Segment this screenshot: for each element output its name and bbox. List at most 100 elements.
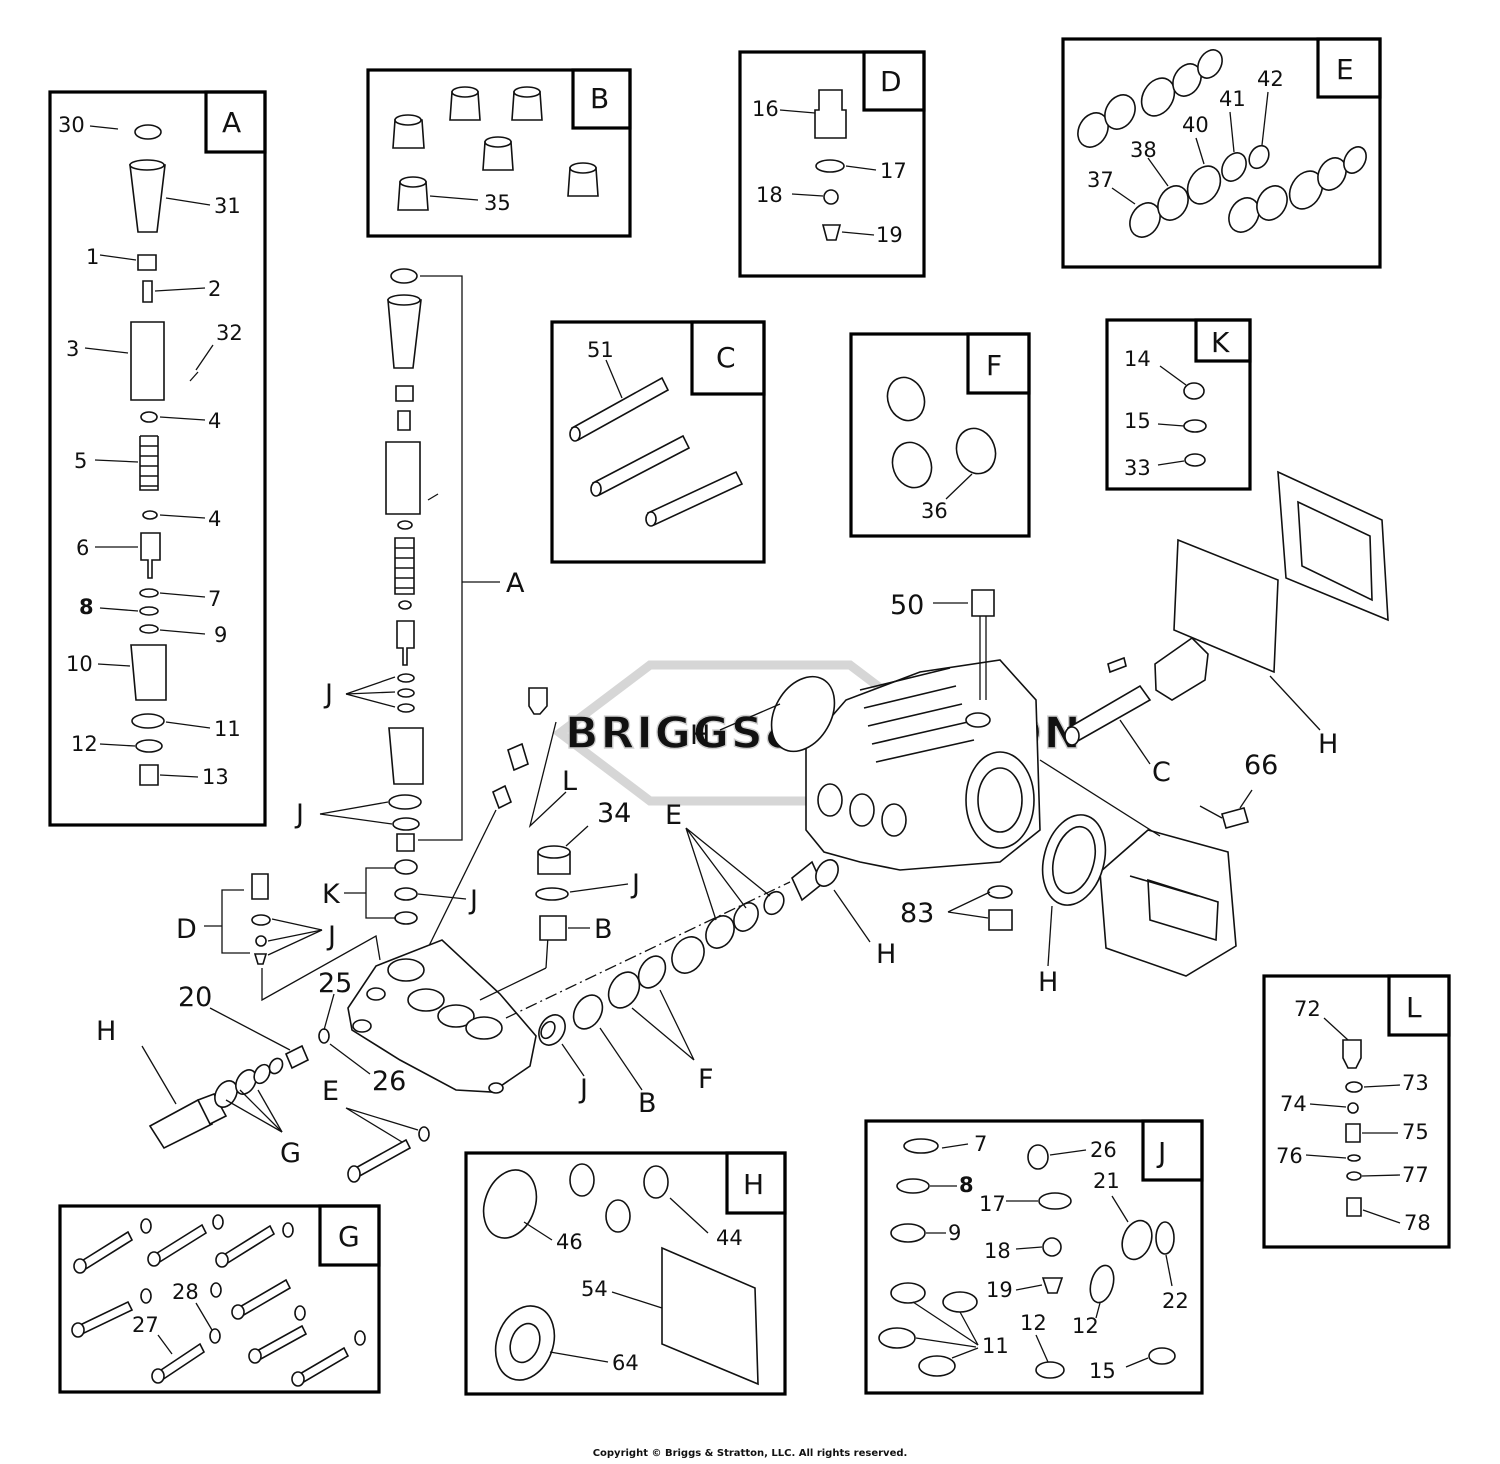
seal-part-44b [605, 1199, 631, 1233]
part-callout-label-38: 15 [1124, 409, 1151, 433]
part-callout-label-23: 17 [880, 159, 907, 183]
part-callout-label-47: 78 [1404, 1211, 1431, 1235]
part-callout-label-62: H [743, 1168, 764, 1201]
part-33 [1184, 453, 1206, 467]
part-callout-label-39: 33 [1124, 456, 1151, 480]
box-k: K 14 15 33 [1105, 318, 1252, 491]
part-callout-label-15: 10 [66, 652, 93, 676]
washer-parts-28 [140, 1214, 366, 1346]
part-callout-label-17: 12 [71, 732, 98, 756]
part-callout-label-96: F [698, 1064, 714, 1095]
part-callout-label-52: 17 [979, 1192, 1006, 1216]
part-callout-label-67: G [338, 1220, 360, 1253]
part-callout-label-85: C [1152, 757, 1171, 788]
part-callout-label-6: 32 [216, 321, 243, 345]
fitting-part-16 [814, 89, 847, 139]
part-callout-label-66: 64 [612, 1351, 639, 1375]
part-callout-label-16: 11 [214, 717, 241, 741]
spring-part-5 [139, 435, 159, 491]
box-g: G 28 27 [58, 1204, 381, 1394]
box-c: C 51 [550, 320, 766, 564]
part-callout-label-11: 6 [76, 536, 89, 560]
part-callout-label-74: J [468, 885, 478, 916]
part-callout-label-10: 4 [208, 507, 221, 531]
part-callout-label-69: 27 [132, 1313, 159, 1337]
ball-part-18 [1042, 1237, 1062, 1257]
o-ring-part-11a [890, 1282, 926, 1304]
part-callout-label-33: 51 [587, 338, 614, 362]
part-callout-label-5: 2 [208, 277, 221, 301]
ring-part-9 [139, 624, 159, 634]
copyright-notice: Copyright © Briggs & Stratton, LLC. All … [592, 1448, 908, 1459]
part-callout-label-75: D [176, 914, 197, 945]
cover-part-46 [482, 1169, 538, 1239]
part-callout-label-3: 31 [214, 194, 241, 218]
ring-part-17 [815, 159, 845, 173]
part-callout-label-7: 3 [66, 337, 79, 361]
ring-part-36b [891, 441, 933, 489]
part-callout-label-12: 7 [208, 587, 221, 611]
ring-part-26 [1027, 1144, 1049, 1170]
seal-part-44c [643, 1165, 669, 1199]
part-callout-label-13: 8 [79, 595, 94, 619]
part-callout-label-51: 8 [959, 1173, 974, 1197]
part-callout-label-80: B [594, 914, 613, 945]
part-77 [1346, 1171, 1362, 1181]
part-callout-label-97: E [322, 1076, 339, 1107]
part-callout-label-48: J [1156, 1136, 1166, 1169]
part-callout-label-90: H [96, 1016, 116, 1047]
part-callout-label-20: 35 [484, 191, 511, 215]
part-callout-label-50: 26 [1090, 1138, 1117, 1162]
plunger-part-6 [140, 532, 161, 579]
part-callout-label-49: 7 [974, 1132, 987, 1156]
part-14 [1183, 382, 1205, 400]
ring-part-8 [896, 1178, 930, 1194]
unloader-stack [385, 268, 439, 925]
part-callout-label-78: 34 [597, 798, 631, 829]
part-callout-label-14: 9 [214, 623, 227, 647]
part-callout-label-28: 41 [1219, 87, 1246, 111]
part-callout-label-32: C [716, 341, 736, 374]
part-callout-label-58: 11 [982, 1334, 1009, 1358]
o-ring-part-11d [918, 1355, 956, 1377]
ball-part-18 [823, 189, 839, 205]
part-callout-label-92: 25 [318, 968, 352, 999]
part-callout-label-76: J [326, 921, 336, 952]
part-callout-label-59: 12 [1072, 1314, 1099, 1338]
part-callout-label-54: 9 [948, 1221, 961, 1245]
box-j: J 7 26 8 17 21 9 [864, 1119, 1204, 1395]
box-b: B 35 [366, 68, 632, 238]
box-e: E 42 41 40 38 37 [1061, 37, 1382, 269]
part-callout-label-40: L [1406, 991, 1422, 1024]
ring-part-36c [955, 427, 997, 475]
o-ring-part-30 [134, 124, 162, 140]
part-callout-label-61: 15 [1089, 1359, 1116, 1383]
seal-part-44a [569, 1163, 595, 1197]
part-callout-label-94: J [578, 1074, 588, 1105]
part-callout-label-57: 19 [986, 1278, 1013, 1302]
part-callout-label-25: 19 [876, 223, 903, 247]
part-callout-label-27: 42 [1257, 67, 1284, 91]
fitting-part-10 [130, 644, 167, 701]
part-callout-label-91: 20 [178, 982, 212, 1013]
part-callout-label-83: 50 [890, 590, 924, 621]
part-callout-label-34: F [986, 349, 1002, 382]
part-callout-label-4: 1 [86, 245, 99, 269]
box-a-callouts [84, 125, 214, 778]
part-callout-label-81: E [665, 800, 682, 831]
box-d: D 16 17 18 19 [738, 50, 926, 278]
part-callout-label-45: 76 [1276, 1144, 1303, 1168]
part-callout-label-89: H [1038, 967, 1058, 998]
part-callout-label-86: H [1318, 729, 1338, 760]
ring-part-9 [890, 1223, 926, 1243]
seat-part-19 [821, 224, 842, 241]
o-ring-part-11b [942, 1291, 978, 1313]
part-callout-label-31: 37 [1087, 168, 1114, 192]
part-callout-label-68: 28 [172, 1280, 199, 1304]
part-callout-label-8: 4 [208, 409, 221, 433]
part-callout-label-24: 18 [756, 183, 783, 207]
part-callout-label-65: 54 [581, 1277, 608, 1301]
part-callout-label-19: B [590, 82, 609, 115]
part-74 [1347, 1102, 1359, 1114]
